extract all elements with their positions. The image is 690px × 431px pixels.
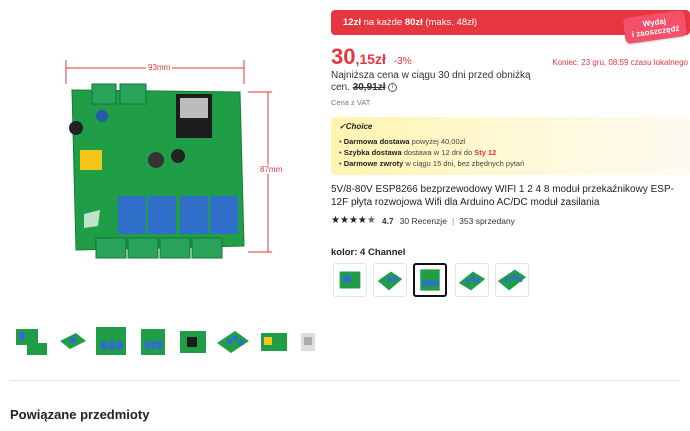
fast-delivery-date: Sty 12 [474, 148, 497, 157]
rating-stars: ★ ★ ★ ★ ★ [331, 216, 376, 226]
promo-text-2: (maks. 48zł) [422, 17, 478, 28]
fast-delivery-rest: dostawa w 12 dni do [401, 148, 475, 157]
thumbnail-6[interactable] [215, 323, 251, 359]
fast-delivery-bold: Szybka dostawa [343, 148, 402, 157]
board-thumb-icon [301, 333, 315, 351]
main-product-image[interactable]: 93mm 87mm [0, 0, 300, 312]
thumbnail-8[interactable] [298, 323, 318, 359]
half-star-icon: ★ [366, 215, 376, 226]
board-thumb-icon [261, 333, 287, 351]
product-title: 5V/8-80V ESP8266 bezprzewodowy WIFI 1 2 … [331, 184, 674, 208]
rating-score: 4.7 [381, 216, 394, 226]
separator: | [451, 216, 455, 226]
variant-option-2[interactable] [373, 263, 407, 297]
board-variant-icon [458, 271, 486, 291]
variant-label: kolor: 4 Channel [331, 247, 405, 258]
variant-option-4[interactable] [455, 263, 489, 297]
checkmark-icon: ✓ [339, 122, 346, 131]
promo-tag: Wydaj i zaoszczędź [622, 9, 688, 45]
variant-option-5[interactable] [495, 263, 529, 297]
info-icon[interactable]: i [388, 82, 398, 92]
star-icon: ★ [331, 215, 340, 226]
star-icon: ★ [348, 215, 358, 226]
rating-row: ★ ★ ★ ★ ★ 4.7 30 Recenzje | 353 sprzedan… [331, 216, 515, 227]
lowest-price-line2: cen. 30,91zł i [331, 82, 531, 94]
height-dimension-label: 87mm [258, 165, 285, 174]
thumbnail-7[interactable] [256, 323, 292, 359]
choice-line-fast-delivery: • Szybka dostawa dostawa w 12 dni do Sty… [339, 148, 497, 157]
promo-threshold: 80zł [404, 17, 423, 28]
board-thumb-icon [141, 329, 165, 355]
related-items-title: Powiązane przedmioty [10, 407, 150, 422]
discount-badge: -3% [393, 56, 412, 67]
sale-deadline: Koniec: 23 gru, 08:59 czasu lokalnego [552, 58, 688, 67]
section-divider [10, 380, 680, 381]
board-thumb-icon [180, 331, 206, 353]
board-thumb-icon [96, 327, 126, 355]
thumbnail-3[interactable] [93, 323, 129, 359]
price-main: 30 [331, 44, 356, 69]
lowest-price-info: Najniższa cena w ciągu 30 dni przed obni… [331, 70, 531, 94]
thumbnail-2[interactable] [54, 323, 90, 359]
price-decimal: ,15zł [355, 51, 386, 67]
thumbnail-4[interactable] [135, 323, 171, 359]
board-variant-icon [377, 271, 403, 291]
reviews-link[interactable]: 30 Recenzje [399, 216, 447, 226]
choice-line-free-delivery: • Darmowa dostawa powyżej 40,00zł [339, 137, 466, 146]
promo-text-1: na każde [360, 17, 405, 28]
width-dimension-label: 93mm [146, 63, 173, 72]
free-returns-bold: Darmowe zwroty [343, 159, 404, 168]
free-returns-rest: w ciągu 15 dni, bez zbędnych pytań [403, 159, 525, 168]
lowest-price-line1: Najniższa cena w ciągu 30 dni przed obni… [331, 70, 531, 81]
choice-title-text: Choice [345, 122, 373, 131]
variant-option-1[interactable] [333, 263, 367, 297]
variant-option-3-selected[interactable] [413, 263, 447, 297]
vat-note: Cena z VAT [331, 98, 371, 107]
star-icon: ★ [339, 215, 349, 226]
free-delivery-bold: Darmowa dostawa [343, 137, 410, 146]
star-icon: ★ [357, 215, 367, 226]
promo-amount: 12zł [343, 17, 361, 28]
variant-value: 4 Channel [360, 247, 406, 258]
board-thumb-icon [217, 331, 249, 353]
lowest-price-value: 30,91zł [352, 82, 386, 93]
choice-box[interactable]: ✓Choice • Darmowa dostawa powyżej 40,00z… [331, 117, 690, 175]
board-variant-icon [420, 269, 440, 291]
board-thumb-icon [60, 333, 86, 349]
promo-banner[interactable]: 12zł na każde 80zł (maks. 48zł) Wydaj i … [331, 9, 690, 45]
thumbnail-1[interactable] [13, 323, 49, 359]
sold-count: 353 sprzedany [459, 216, 515, 226]
variant-label-text: kolor: [331, 247, 361, 258]
board-variant-icon [497, 269, 527, 291]
relay-board-photo [65, 60, 272, 259]
choice-line-free-returns: • Darmowe zwroty w ciągu 15 dni, bez zbę… [339, 159, 525, 168]
board-thumb-icon [16, 329, 47, 355]
thumbnail-5[interactable] [175, 323, 211, 359]
choice-title: ✓Choice [339, 122, 372, 131]
board-variant-icon [339, 271, 361, 289]
free-delivery-rest: powyżej 40,00zł [409, 137, 466, 146]
price: 30 ,15zł -3% [331, 44, 412, 70]
lowest-price-prefix: cen. [331, 82, 353, 93]
